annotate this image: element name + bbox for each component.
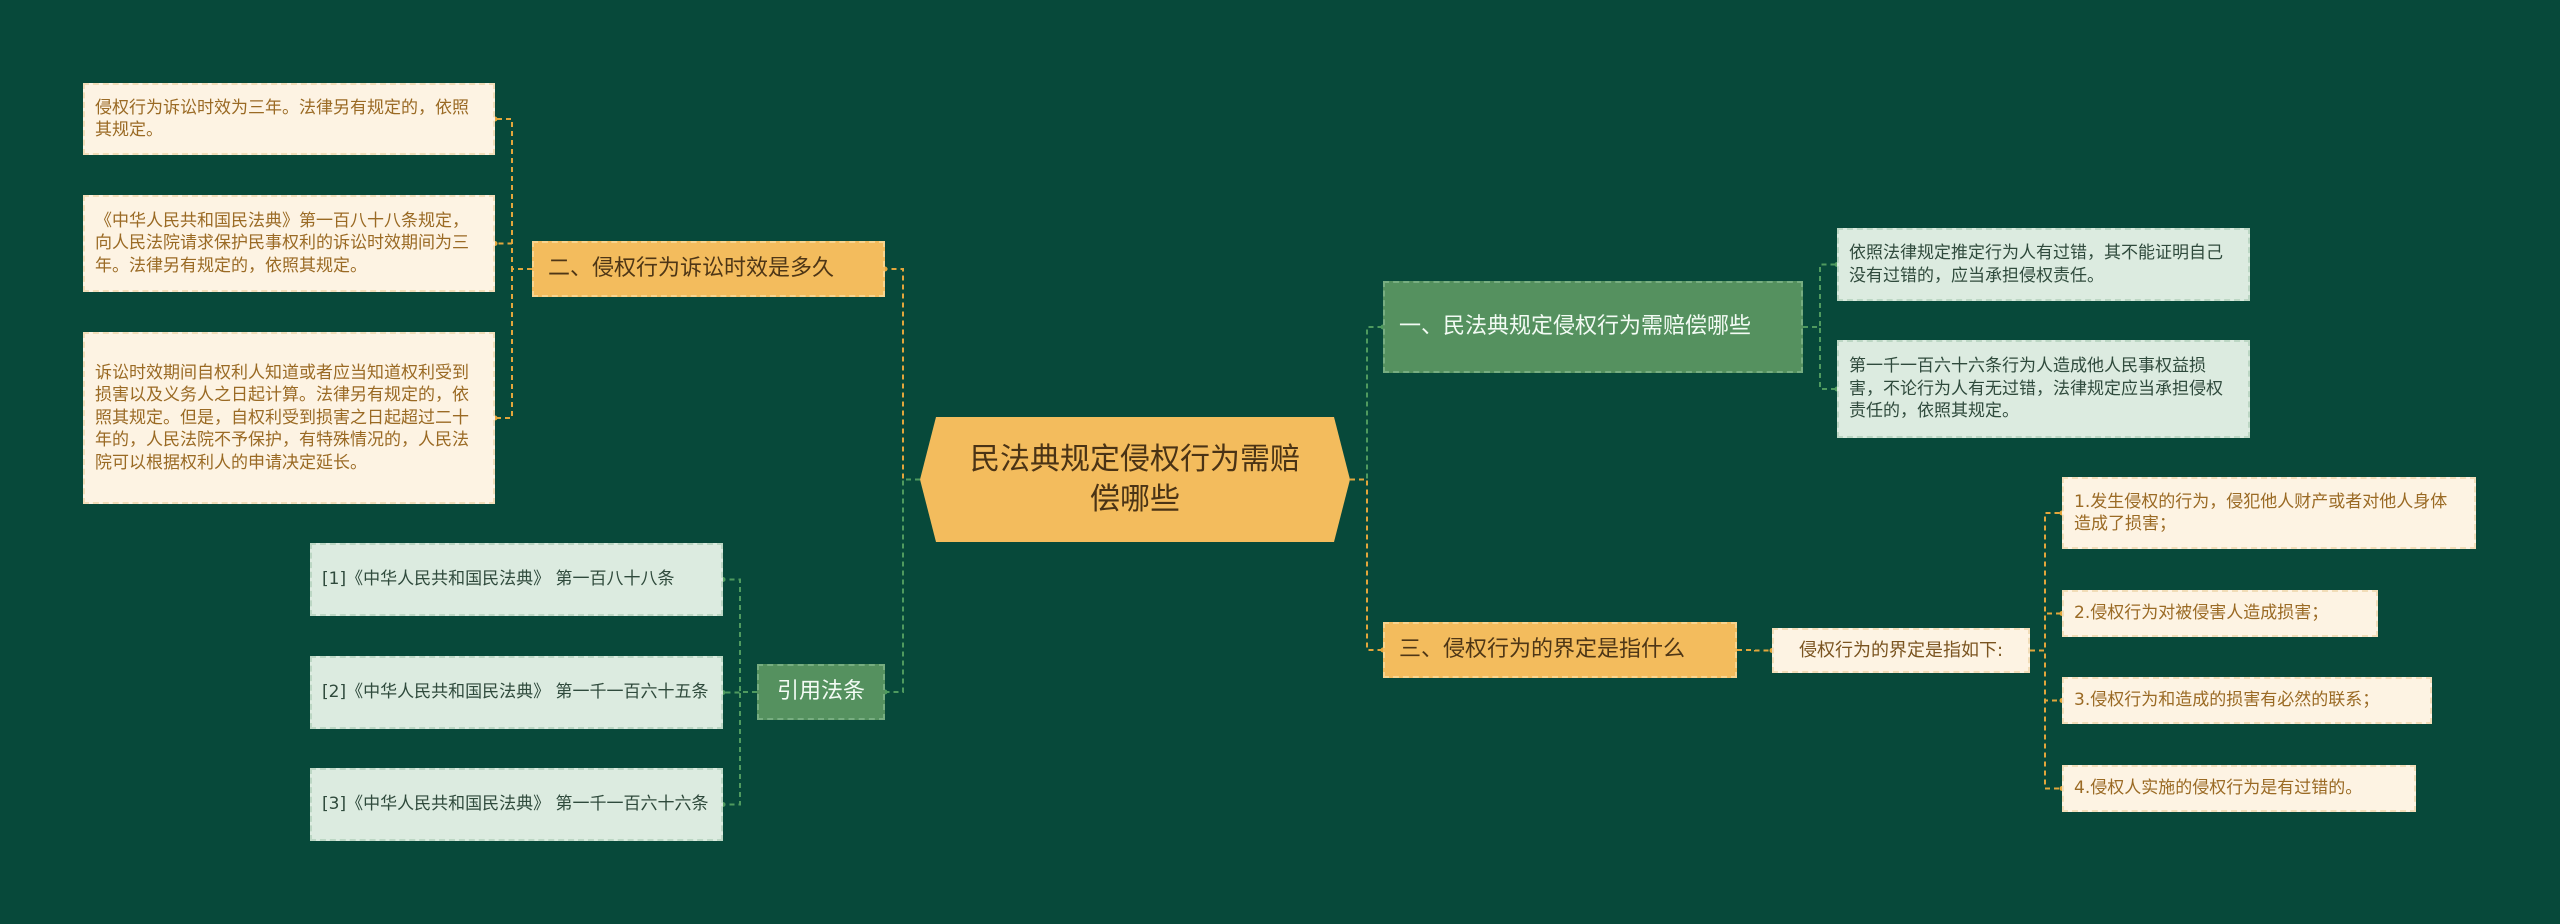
citation-leaf-1-text: [1]《中华人民共和国民法典》 第一百八十八条 [322,569,675,590]
connector-compensation-2 [1803,326,1837,390]
citation-leaf-1[interactable]: [1]《中华人民共和国民法典》 第一百八十八条 [310,543,723,616]
connector-compensation-1 [1803,263,1837,328]
definition-leaf-3[interactable]: 3.侵权行为和造成的损害有必然的联系； [2062,677,2432,724]
compensation-leaf-1-text: 依照法律规定推定行为人有过错，其不能证明自己没有过错的，应当承担侵权责任。 [1849,243,2223,286]
branch-definition[interactable]: 三、侵权行为的界定是指什么 [1383,622,1737,678]
definition-leaf-4-text: 4.侵权人实施的侵权行为是有过错的。 [2074,778,2363,799]
connector-root-right-2 [1350,478,1383,651]
connector-citations-2 [723,691,757,694]
root-topic[interactable]: 民法典规定侵权行为需赔偿哪些 [920,417,1350,542]
connector-definition-sub-1 [2030,512,2062,652]
compensation-leaf-2[interactable]: 第一千一百六十六条行为人造成他人民事权益损害，不论行为人有无过错，法律规定应当承… [1837,340,2250,438]
branch-statute-label: 二、侵权行为诉讼时效是多久 [548,256,835,282]
branch-citations[interactable]: 引用法条 [757,664,885,720]
citation-leaf-3[interactable]: [3]《中华人民共和国民法典》 第一千一百六十六条 [310,768,723,841]
statute-leaf-1-text: 侵权行为诉讼时效为三年。法律另有规定的，依照其规定。 [95,97,469,140]
connector-citations-3 [723,691,757,806]
connector-definition-sub-4 [2030,649,2062,790]
connector-citations-1 [723,578,757,693]
connector-definition-sub-2 [2030,612,2062,652]
definition-leaf-1[interactable]: 1.发生侵权的行为，侵犯他人财产或者对他人身体造成了损害； [2062,477,2476,549]
root-topic-label: 民法典规定侵权行为需赔偿哪些 [970,441,1300,517]
connector-root-left-1 [885,268,920,481]
definition-subtopic[interactable]: 侵权行为的界定是指如下: [1772,628,2030,673]
definition-leaf-4[interactable]: 4.侵权人实施的侵权行为是有过错的。 [2062,765,2416,812]
branch-citations-label: 引用法条 [776,679,865,705]
statute-leaf-2[interactable]: 《中华人民共和国民法典》第一百八十八条规定，向人民法院请求保护民事权利的诉讼时效… [83,195,495,292]
branch-compensation-label: 一、民法典规定侵权行为需赔偿哪些 [1399,314,1752,340]
compensation-leaf-1[interactable]: 依照法律规定推定行为人有过错，其不能证明自己没有过错的，应当承担侵权责任。 [1837,228,2250,301]
definition-leaf-3-text: 3.侵权行为和造成的损害有必然的联系； [2074,690,2380,711]
definition-leaf-2[interactable]: 2.侵权行为对被侵害人造成损害； [2062,590,2378,637]
compensation-leaf-2-text: 第一千一百六十六条行为人造成他人民事权益损害，不论行为人有无过错，法律规定应当承… [1849,356,2223,422]
branch-compensation[interactable]: 一、民法典规定侵权行为需赔偿哪些 [1383,281,1803,373]
statute-leaf-1[interactable]: 侵权行为诉讼时效为三年。法律另有规定的，依照其规定。 [83,83,495,155]
connector-statute-1 [495,118,532,270]
citation-leaf-2[interactable]: [2]《中华人民共和国民法典》 第一千一百六十五条 [310,656,723,729]
connector-definition-1 [1737,649,1772,652]
statute-leaf-2-text: 《中华人民共和国民法典》第一百八十八条规定，向人民法院请求保护民事权利的诉讼时效… [95,210,469,276]
citation-leaf-2-text: [2]《中华人民共和国民法典》 第一千一百六十五条 [322,682,709,703]
statute-leaf-3[interactable]: 诉讼时效期间自权利人知道或者应当知道权利受到损害以及义务人之日起计算。法律另有规… [83,332,495,504]
branch-statute-of-limitations[interactable]: 二、侵权行为诉讼时效是多久 [532,241,885,297]
branch-definition-label: 三、侵权行为的界定是指什么 [1399,637,1686,663]
connector-root-right-1 [1350,326,1383,481]
definition-subtopic-text: 侵权行为的界定是指如下: [1798,639,2004,661]
citation-leaf-3-text: [3]《中华人民共和国民法典》 第一千一百六十六条 [322,794,709,815]
connector-statute-2 [495,242,532,270]
definition-leaf-1-text: 1.发生侵权的行为，侵犯他人财产或者对他人身体造成了损害； [2074,491,2448,534]
connector-statute-3 [495,268,532,419]
definition-leaf-2-text: 2.侵权行为对被侵害人造成损害； [2074,603,2329,624]
connector-root-left-2 [885,478,920,693]
statute-leaf-3-text: 诉讼时效期间自权利人知道或者应当知道权利受到损害以及义务人之日起计算。法律另有规… [95,362,469,473]
